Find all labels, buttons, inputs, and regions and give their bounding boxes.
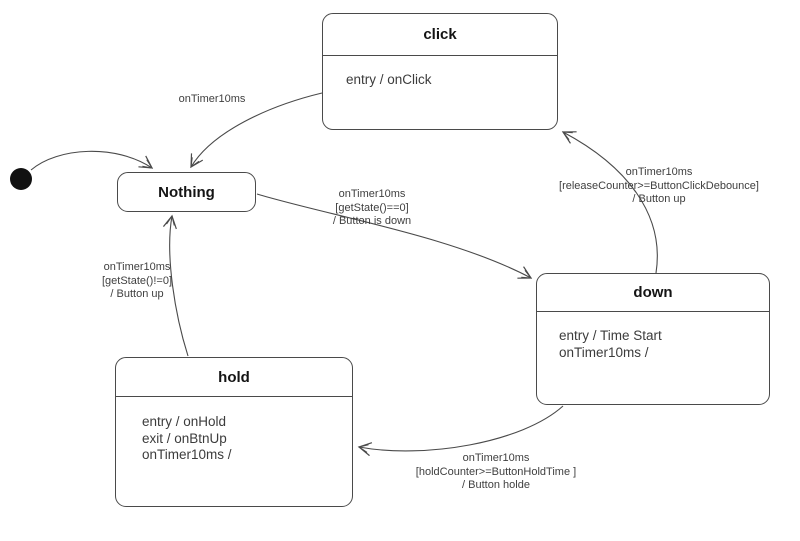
transition-label-nothing-to-down: onTimer10ms [getState()==0] / Button is … [297, 188, 447, 229]
state-down-body: entry / Time Start onTimer10ms / [537, 312, 769, 361]
transition-guard: [releaseCounter>=ButtonClickDebounce] [559, 179, 759, 192]
state-click: click entry / onClick [322, 13, 558, 130]
transition-guard: [holdCounter>=ButtonHoldTime ] [415, 465, 577, 478]
state-click-title: click [323, 14, 557, 56]
state-hold-action: onTimer10ms / [142, 447, 232, 462]
transition-event: onTimer10ms [462, 452, 530, 464]
state-down-title: down [537, 274, 769, 312]
state-down-action: entry / Time Start [559, 328, 662, 343]
state-click-action: entry / onClick [346, 72, 432, 87]
state-nothing-title: Nothing [158, 183, 215, 201]
state-hold-action: exit / onBtnUp [142, 430, 227, 446]
transition-action: / Button up [632, 193, 686, 205]
transition-event: onTimer10ms [178, 93, 246, 105]
transition-event: onTimer10ms [338, 188, 406, 200]
transition-down-to-hold-arrow [357, 405, 564, 457]
initial-state-dot [10, 168, 32, 190]
state-hold-body: entry / onHold exit / onBtnUp onTimer10m… [116, 397, 352, 464]
state-nothing: Nothing [117, 172, 256, 212]
transition-down-to-click-arrow [561, 131, 658, 274]
state-click-body: entry / onClick [323, 56, 557, 89]
transition-label-down-to-hold: onTimer10ms [holdCounter>=ButtonHoldTime… [411, 452, 581, 493]
transition-label-down-to-click: onTimer10ms [releaseCounter>=ButtonClick… [549, 166, 769, 207]
state-down-action: onTimer10ms / [559, 344, 649, 360]
transition-nothing-to-down-arrow [256, 193, 533, 279]
transition-click-to-nothing-arrow [190, 92, 323, 169]
state-hold-title: hold [116, 358, 352, 397]
transition-hold-to-nothing-arrow [162, 214, 189, 357]
transition-label-click-to-nothing: onTimer10ms [152, 93, 272, 107]
transition-event: onTimer10ms [625, 166, 693, 178]
transition-event: onTimer10ms [103, 261, 171, 273]
state-hold: hold entry / onHold exit / onBtnUp onTim… [115, 357, 353, 507]
transition-label-hold-to-nothing: onTimer10ms [getState()!=0] / Button up [72, 261, 202, 302]
transition-action: / Button is down [332, 215, 412, 227]
transition-action: / Button holde [462, 479, 530, 491]
transition-initial-to-nothing-arrow [30, 150, 154, 171]
state-hold-action: entry / onHold [142, 414, 227, 429]
transition-guard: [getState()!=0] [101, 274, 172, 287]
state-down: down entry / Time Start onTimer10ms / [536, 273, 770, 405]
transition-guard: [getState()==0] [335, 201, 409, 214]
transition-action: / Button up [110, 288, 164, 300]
